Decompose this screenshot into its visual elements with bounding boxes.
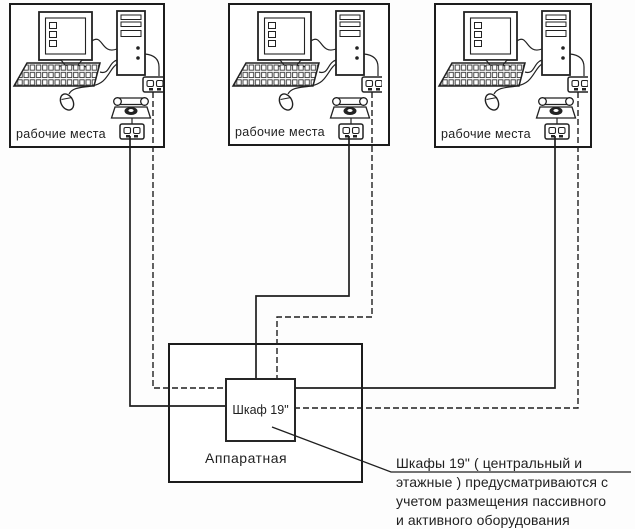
network-socket-icon xyxy=(567,76,588,93)
phone-socket-icon xyxy=(544,123,570,140)
keyboard-icon xyxy=(13,62,101,87)
annotation-text: Шкафы 19" ( центральный и этажные ) пред… xyxy=(396,454,635,529)
cabinet-19in-box: Шкаф 19" xyxy=(225,378,296,442)
telephone-icon xyxy=(329,97,371,119)
annotation-line-2: этажные ) предусматриваются с xyxy=(396,474,609,490)
pc-tower-icon xyxy=(116,10,146,76)
workstation-equipment-art xyxy=(13,10,163,140)
mouse-icon xyxy=(276,90,296,114)
keyboard-icon xyxy=(232,62,320,87)
equipment-room-label: Аппаратная xyxy=(205,450,288,466)
telephone-icon xyxy=(110,97,152,119)
cabinet-label: Шкаф 19" xyxy=(232,403,289,417)
equipment-room-box: Шкаф 19" Аппаратная xyxy=(168,343,363,483)
pc-tower-icon xyxy=(335,10,365,76)
annotation-line-4: и активного оборудования xyxy=(396,512,570,528)
workstation-box-2: рабочие места xyxy=(228,3,390,146)
workstation-label: рабочие места xyxy=(16,127,106,141)
phone-socket-icon xyxy=(338,123,364,140)
ws2-phone-cable-line xyxy=(255,136,350,378)
pc-tower-icon xyxy=(541,10,571,76)
monitor-icon xyxy=(38,11,93,68)
monitor-icon xyxy=(463,11,518,68)
mouse-icon xyxy=(482,90,502,114)
keyboard-icon xyxy=(438,62,526,87)
workstation-box-1: рабочие места xyxy=(9,3,165,148)
phone-socket-icon xyxy=(119,123,145,140)
network-socket-icon xyxy=(361,76,382,93)
workstation-label: рабочие места xyxy=(441,127,531,141)
workstation-box-3: рабочие места xyxy=(434,3,592,148)
annotation-line-1: Шкафы 19" ( центральный и xyxy=(396,455,583,471)
telephone-icon xyxy=(535,97,577,119)
monitor-icon xyxy=(257,11,312,68)
workstation-equipment-art xyxy=(438,10,588,140)
mouse-icon xyxy=(57,90,77,114)
network-socket-icon xyxy=(142,76,163,93)
annotation-line-3: учетом размещения пассивного xyxy=(396,493,607,509)
workstation-equipment-art xyxy=(232,10,382,140)
workstation-label: рабочие места xyxy=(235,125,325,139)
